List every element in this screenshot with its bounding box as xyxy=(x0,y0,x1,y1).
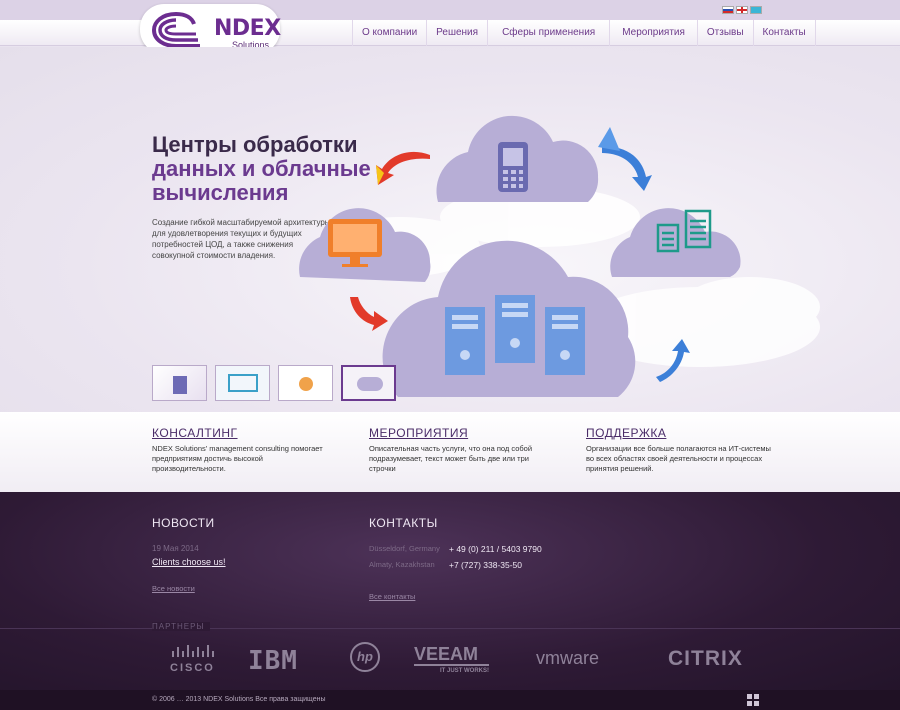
arrow-blue-bottom-icon xyxy=(656,339,690,382)
service-events-text: Описательная часть услуги, что она под с… xyxy=(369,444,533,473)
main-nav: О компании Решения Сферы применения Меро… xyxy=(352,20,816,46)
copyright-bar: © 2006 … 2013 NDEX Solutions Все права з… xyxy=(0,690,900,710)
partners-divider xyxy=(0,628,900,629)
partner-citrix-logo[interactable]: CITRIX xyxy=(668,647,743,670)
phone-icon xyxy=(498,142,528,192)
footer-dark: НОВОСТИ 19 Мая 2014 Clients choose us! В… xyxy=(0,492,900,692)
contact-phone[interactable]: +7 (727) 338-35-50 xyxy=(449,560,523,570)
contact-row-almaty: Almaty, Kazakhstan +7 (727) 338-35-50 xyxy=(369,560,522,570)
partner-hp-logo[interactable]: hp xyxy=(350,642,380,672)
service-support-text: Организации все больше полагаются на ИТ-… xyxy=(586,444,771,473)
nav-item-about[interactable]: О компании xyxy=(352,20,426,46)
hero-description: Создание гибкой масштабируемой архитекту… xyxy=(152,218,331,260)
cloud-illustration xyxy=(299,115,820,397)
logo-text: NDEX xyxy=(214,16,281,41)
service-consulting-text: NDEX Solutions' management consulting по… xyxy=(152,444,323,473)
slider-thumb-4[interactable] xyxy=(341,365,396,401)
arrow-blue-top-icon xyxy=(602,146,652,191)
slider-thumb-3[interactable] xyxy=(278,365,333,401)
partner-cisco-text: CISCO xyxy=(170,662,215,674)
partners-logos: CISCO IBM hp VEEAM IT JUST WORKS! vmware… xyxy=(160,642,760,678)
logo[interactable]: NDEX Solutions xyxy=(140,4,281,54)
partner-cisco-logo[interactable]: CISCO xyxy=(164,644,224,678)
partners-label: ПАРТНЕРЫ xyxy=(152,622,211,631)
nav-item-applications[interactable]: Сферы применения xyxy=(487,20,609,46)
contact-phone[interactable]: + 49 (0) 211 / 5403 9790 xyxy=(449,544,542,554)
contact-row-dusseldorf: Düsseldorf, Germany + 49 (0) 211 / 5403 … xyxy=(369,544,542,554)
hero-title-line1: Центры обработки xyxy=(152,132,358,157)
cisco-bars-icon xyxy=(172,645,214,657)
slider-thumb-1[interactable] xyxy=(152,365,207,401)
slider-thumbnails xyxy=(152,365,396,401)
service-support-title[interactable]: ПОДДЕРЖКА xyxy=(586,426,667,440)
documents-icon xyxy=(656,209,712,253)
hero-title: Центры обработки данных и облачные вычис… xyxy=(152,133,371,205)
language-switcher xyxy=(722,6,762,14)
service-support: ПОДДЕРЖКА Организации все больше полагаю… xyxy=(586,426,771,474)
servers-icon xyxy=(445,295,585,375)
logo-swirl-icon xyxy=(151,12,200,48)
flag-ru-icon[interactable] xyxy=(722,6,734,14)
partner-vmware-logo[interactable]: vmware xyxy=(536,648,600,668)
partner-ibm-logo[interactable]: IBM xyxy=(248,646,298,676)
service-events-title[interactable]: МЕРОПРИЯТИЯ xyxy=(369,426,469,440)
service-consulting: КОНСАЛТИНГ NDEX Solutions' management co… xyxy=(152,426,337,474)
all-news-link[interactable]: Все новости xyxy=(152,584,195,593)
monitor-icon xyxy=(328,219,382,267)
arrow-red-yellow-icon xyxy=(376,151,430,185)
copyright-text: © 2006 … 2013 NDEX Solutions Все права з… xyxy=(152,696,326,703)
partner-veeam-tagline: IT JUST WORKS! xyxy=(440,668,489,674)
service-events: МЕРОПРИЯТИЯ Описательная часть услуги, ч… xyxy=(369,426,554,474)
logo-subtitle: Solutions xyxy=(232,40,270,50)
hero-title-line2: данных и облачные xyxy=(152,156,371,181)
news-headline-link[interactable]: Clients choose us! xyxy=(152,557,226,567)
cloud-documents xyxy=(610,208,741,277)
news-date: 19 Мая 2014 xyxy=(152,544,199,553)
hero-banner: Центры обработки данных и облачные вычис… xyxy=(0,47,900,412)
partner-veeam-text: VEEAM xyxy=(414,644,489,666)
top-bar xyxy=(0,0,900,20)
services-strip: КОНСАЛТИНГ NDEX Solutions' management co… xyxy=(0,412,900,492)
arrow-red-bottom-icon xyxy=(350,297,388,331)
flag-en-icon[interactable] xyxy=(736,6,748,14)
partner-veeam-logo[interactable]: VEEAM IT JUST WORKS! xyxy=(414,644,489,678)
contact-city: Düsseldorf, Germany xyxy=(369,544,440,553)
contacts-title: КОНТАКТЫ xyxy=(369,516,438,530)
nav-item-contacts[interactable]: Контакты xyxy=(752,20,816,46)
slider-thumb-2[interactable] xyxy=(215,365,270,401)
flag-kz-icon[interactable] xyxy=(750,6,762,14)
contact-city: Almaty, Kazakhstan xyxy=(369,560,435,569)
nav-item-events[interactable]: Мероприятия xyxy=(609,20,697,46)
developer-logo-icon[interactable] xyxy=(747,694,759,706)
hero-title-line3: вычисления xyxy=(152,180,289,205)
all-contacts-link[interactable]: Все контакты xyxy=(369,592,416,601)
nav-item-reviews[interactable]: Отзывы xyxy=(696,20,753,46)
nav-item-solutions[interactable]: Решения xyxy=(426,20,487,46)
service-consulting-title[interactable]: КОНСАЛТИНГ xyxy=(152,426,238,440)
news-title: НОВОСТИ xyxy=(152,516,215,530)
